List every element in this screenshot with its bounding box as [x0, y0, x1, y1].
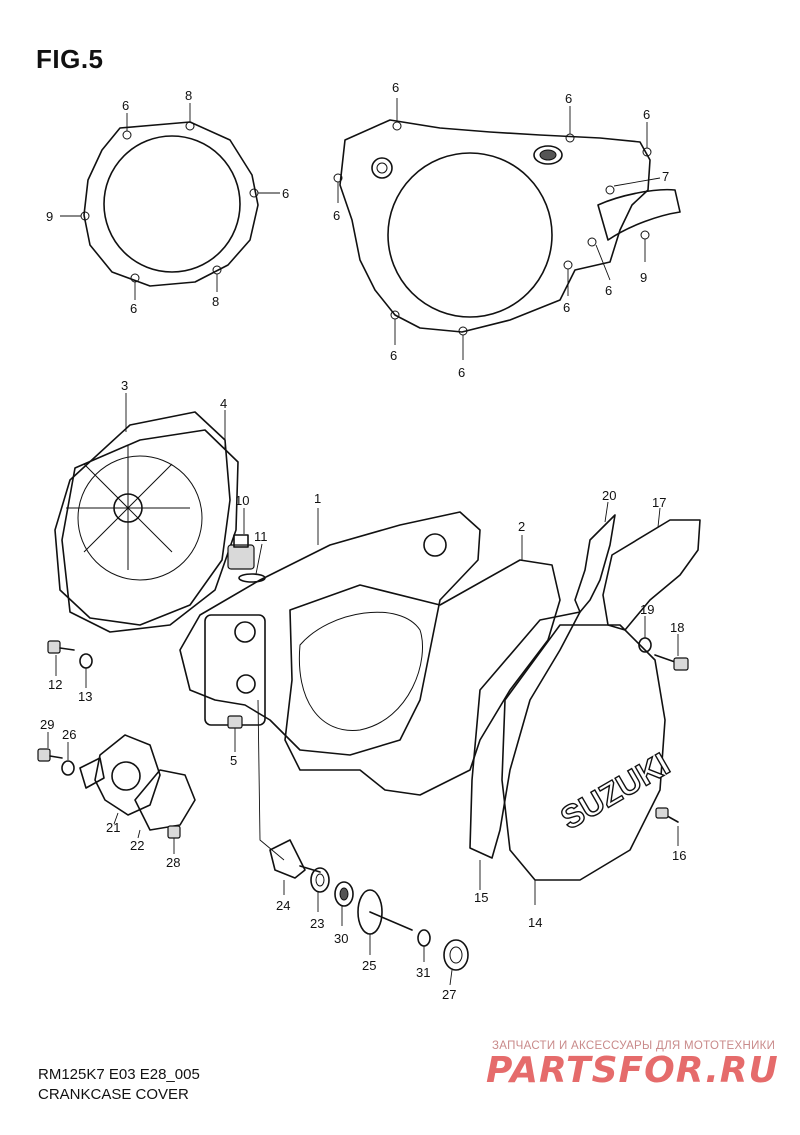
callout-label: 16	[672, 848, 686, 863]
guard-part-17	[602, 507, 701, 631]
bolt-part-16	[655, 807, 679, 846]
washer-part-31	[417, 929, 431, 962]
bolt-part-29	[37, 732, 63, 762]
callout-label: 6	[130, 301, 137, 316]
crankcase-gasket-part-2	[284, 535, 561, 796]
callout-label: 29	[40, 717, 54, 732]
figure-title: FIG.5	[36, 44, 104, 74]
callout-label: 17	[652, 495, 666, 510]
callout-label: 6	[122, 98, 129, 113]
callout-label: 6	[282, 186, 289, 201]
callout-label: 6	[563, 300, 570, 315]
callout-label: 6	[392, 80, 399, 95]
pin-part-28	[167, 825, 181, 854]
callout-label: 6	[333, 208, 340, 223]
callout-label: 14	[528, 915, 542, 930]
callout-label: 9	[640, 270, 647, 285]
pump-cover-part-21	[79, 734, 161, 825]
callout-label: 28	[166, 855, 180, 870]
callout-label: 6	[390, 348, 397, 363]
callout-label: 9	[46, 209, 53, 224]
pump-gasket-part-22	[134, 769, 196, 839]
callout-label: 8	[212, 294, 219, 309]
bolt-part-12	[47, 640, 75, 676]
washer-part-13	[79, 653, 93, 688]
callout-label: 6	[565, 91, 572, 106]
callout-label: 30	[334, 931, 348, 946]
plug-part-10	[227, 508, 255, 570]
crankcase-outline-view	[333, 98, 681, 360]
callout-label: 2	[518, 519, 525, 534]
clutch-cover-part-3	[54, 393, 231, 626]
bolt-part-18	[654, 634, 689, 671]
clutch-cover-gasket-outline	[60, 103, 280, 300]
cover-gasket-part-15	[469, 611, 581, 890]
callout-label: 11	[254, 529, 268, 544]
callout-label: 12	[48, 677, 62, 692]
callout-label: 15	[474, 890, 488, 905]
callout-label: 8	[185, 88, 192, 103]
callout-label: 27	[442, 987, 456, 1002]
cover-brand-text: SUZUKI	[554, 746, 675, 837]
callout-label: 4	[220, 396, 227, 411]
callout-label: 10	[235, 493, 249, 508]
figure-code: RM125K7 E03 E28_005	[38, 1066, 200, 1083]
callout-label: 1	[314, 491, 321, 506]
crankcase-cover-part-1	[179, 508, 481, 756]
callout-label: 18	[670, 620, 684, 635]
callout-label: 22	[130, 838, 144, 853]
callout-label: 25	[362, 958, 376, 973]
callout-label: 7	[662, 169, 669, 184]
clutch-cover-gasket-part-4	[61, 410, 239, 633]
callout-label: 23	[310, 916, 324, 931]
callout-label: 13	[78, 689, 92, 704]
watermark-tagline: ЗАПЧАСТИ И АКСЕССУАРЫ ДЛЯ МОТОТЕХНИКИ	[492, 1040, 776, 1052]
watermark-logo: PARTSFOR.RU	[486, 1050, 779, 1091]
callout-label: 6	[458, 365, 465, 380]
oil-seal-part-23	[310, 867, 330, 912]
bearing-part-27	[443, 939, 469, 986]
callout-label: 26	[62, 727, 76, 742]
impeller-part-24	[257, 699, 321, 895]
callout-label: 5	[230, 753, 237, 768]
callout-label: 19	[640, 602, 654, 617]
dowel-part-5	[227, 715, 243, 752]
washer-part-26	[61, 742, 75, 776]
callout-label: 6	[643, 107, 650, 122]
callout-label: 20	[602, 488, 616, 503]
callout-label: 21	[106, 820, 120, 835]
callout-label: 3	[121, 378, 128, 393]
figure-name: CRANKCASE COVER	[38, 1086, 189, 1103]
shaft-gear-part-25	[357, 889, 413, 955]
callout-label: 31	[416, 965, 430, 980]
callout-labels: 6 8 6 9 8 6 6 6 6 6 7 9 6 6 6 6 3 4 10 1…	[40, 80, 686, 1002]
callout-label: 24	[276, 898, 290, 913]
bracket-part-20	[574, 501, 616, 613]
callout-label: 6	[605, 283, 612, 298]
bearing-part-30	[334, 881, 354, 926]
